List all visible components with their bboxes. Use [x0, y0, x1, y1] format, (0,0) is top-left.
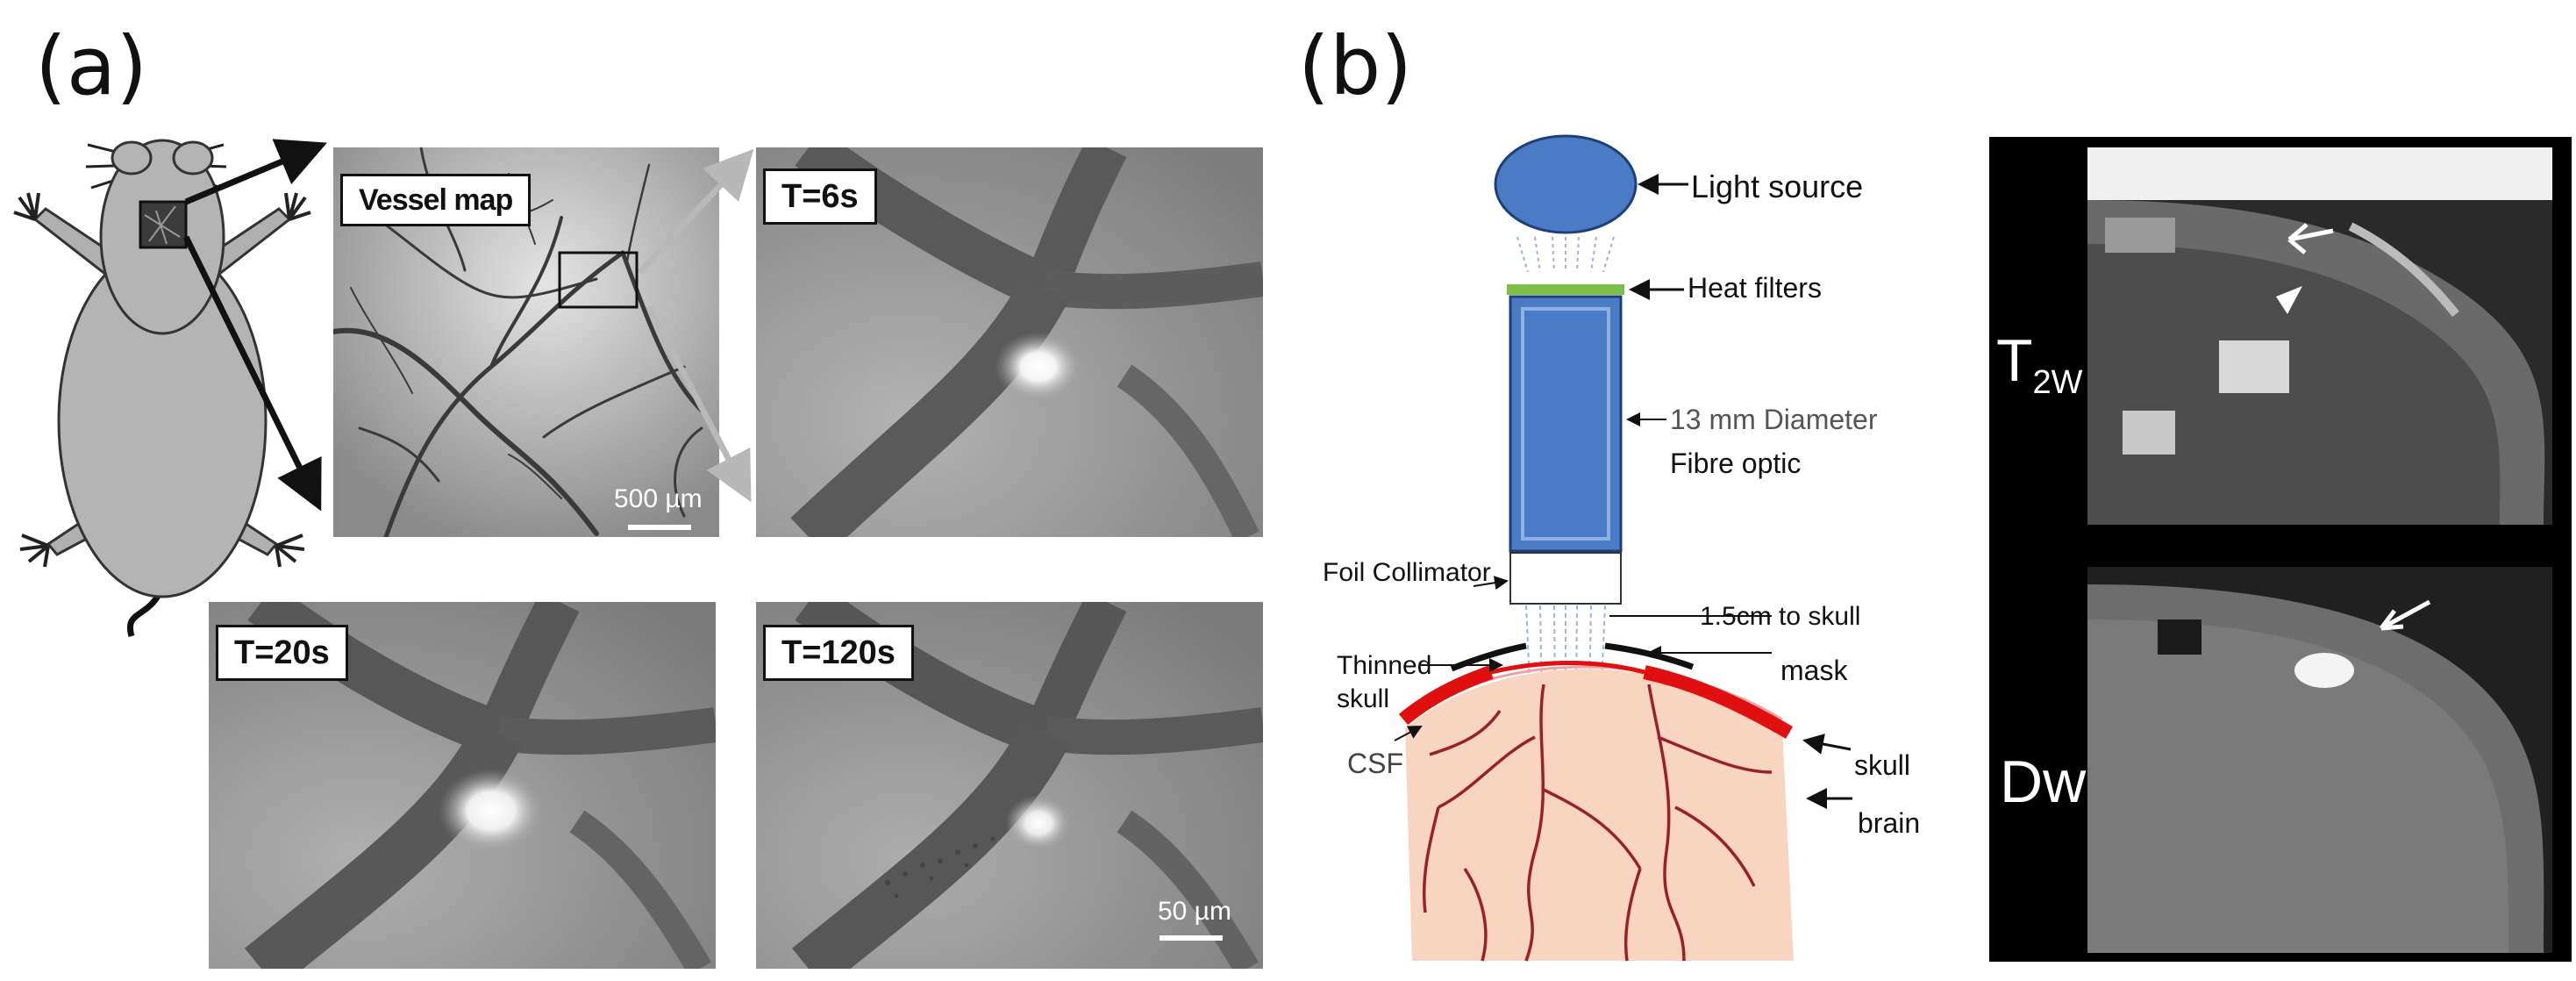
t2w-arrowhead-marker — [2276, 286, 2302, 314]
frame-t120-scale-label: 50 µm — [1158, 897, 1231, 926]
heat-filters-label: Heat filters — [1688, 272, 1822, 304]
dw-arrow — [2380, 599, 2431, 631]
brain-vessels — [1422, 684, 1773, 962]
grey-zoom-arrows — [638, 148, 754, 503]
light-source-label: Light source — [1691, 168, 1864, 204]
vessel-map-label: Vessel map — [340, 174, 532, 226]
brain-label: brain — [1858, 807, 1921, 839]
mri-t2w-main: T — [1996, 327, 2033, 394]
foil-collimator-label: Foil Collimator — [1323, 558, 1491, 587]
frame-t120-label: T=120s — [763, 625, 914, 681]
mri-dw-image — [2087, 567, 2552, 953]
frame-t6-label: T=6s — [763, 168, 877, 225]
setup-diagram — [1394, 134, 1852, 962]
mri-t2w-image — [2087, 147, 2552, 525]
mri-arrows — [2276, 223, 2431, 631]
mouse-illustration — [13, 139, 311, 637]
skull-right — [1643, 665, 1794, 739]
diameter-label: 13 mm Diameter — [1670, 404, 1878, 435]
mask-left — [1450, 642, 1527, 672]
mri-dw-label: Dw — [2000, 748, 2087, 815]
mask-right — [1604, 642, 1695, 670]
distance-label: 1.5cm to skull — [1700, 602, 1861, 631]
brain-shape — [1405, 669, 1794, 961]
mask-label: mask — [1780, 655, 1848, 686]
thinned-skull-label: skull — [1337, 684, 1390, 713]
vessel-map-scale-bar — [628, 525, 691, 530]
panel-a-letter: (a) — [35, 19, 148, 113]
skull-left — [1398, 665, 1494, 726]
fibre-optic-label: Fibre optic — [1670, 448, 1802, 479]
frame-t120-image — [756, 602, 1263, 969]
frame-t120-scale-bar — [1160, 935, 1223, 941]
mri-t2w-label: T2W — [1996, 326, 2083, 402]
thinned-skull — [1490, 661, 1645, 675]
zoom-region-box — [558, 251, 639, 309]
mri-t2w-sub: 2W — [2032, 364, 2083, 401]
heat-filter — [1507, 284, 1624, 295]
frame-t20-label: T=20s — [216, 625, 348, 681]
vessel-map-scale-label: 500 µm — [614, 484, 703, 513]
panel-b-letter: (b) — [1298, 19, 1413, 113]
skull-label: skull — [1854, 749, 1911, 781]
fibre-optic — [1509, 295, 1623, 553]
foil-collimator — [1509, 552, 1622, 605]
t2w-arrow — [2287, 223, 2334, 254]
thinned-label: Thinned — [1337, 651, 1432, 680]
zoom-arrows — [182, 139, 327, 512]
csf-label: CSF — [1347, 748, 1403, 779]
light-source-ellipse — [1494, 134, 1638, 234]
